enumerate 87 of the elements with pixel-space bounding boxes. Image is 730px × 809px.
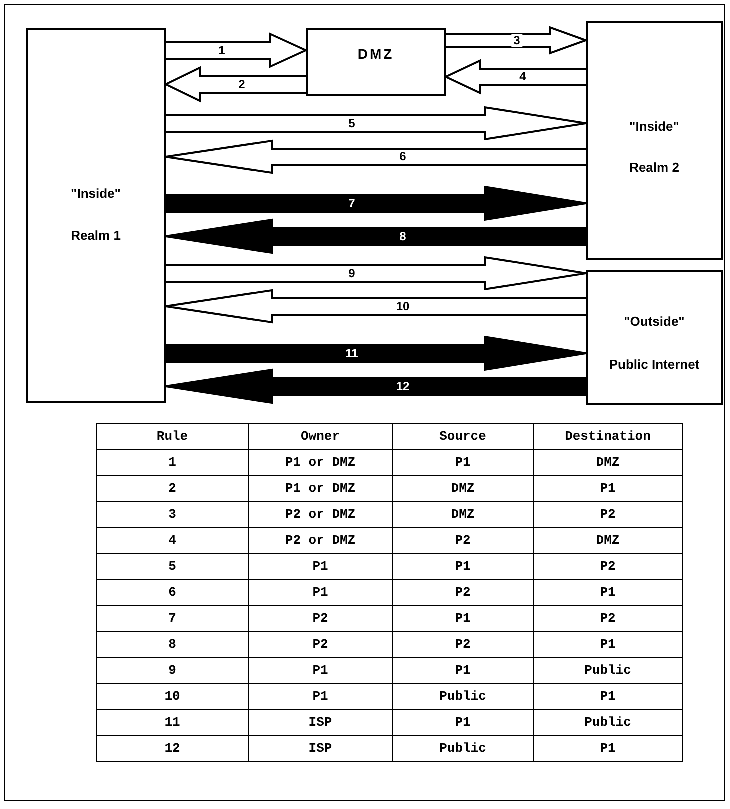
- block-arrow: [164, 66, 307, 103]
- table-cell: P1: [392, 658, 534, 684]
- table-cell: P2: [534, 554, 682, 580]
- table-cell: 10: [96, 684, 248, 710]
- block-arrow: [165, 106, 587, 141]
- edge-label: 3: [512, 34, 522, 47]
- table-cell: DMZ: [392, 502, 534, 528]
- table-cell: P1: [248, 554, 392, 580]
- table-cell: P1: [392, 710, 534, 736]
- table-cell: DMZ: [392, 476, 534, 502]
- table-cell: ISP: [248, 710, 392, 736]
- table-cell: Public: [392, 684, 534, 710]
- edge-label: 7: [346, 197, 358, 210]
- table-cell: P1: [534, 580, 682, 606]
- realm-label: DMZ: [356, 46, 396, 62]
- table-cell: 6: [96, 580, 248, 606]
- realm-label: Realm 2: [628, 160, 680, 175]
- table-cell: P1: [392, 554, 534, 580]
- block-arrow: [445, 26, 589, 55]
- table-cell: 3: [96, 502, 248, 528]
- block-arrow: [165, 218, 587, 254]
- edge-label: 9: [346, 267, 358, 280]
- table-cell: 7: [96, 606, 248, 632]
- edge-label: 10: [394, 300, 412, 313]
- edge-label: 12: [394, 380, 412, 393]
- block-arrow: [165, 336, 587, 372]
- table-cell: P2: [534, 502, 682, 528]
- table-cell: P2 or DMZ: [248, 502, 392, 528]
- edge-label: 5: [346, 117, 358, 130]
- edge-label: 6: [398, 150, 408, 164]
- edge-label: 8: [398, 230, 408, 243]
- table-cell: 4: [96, 528, 248, 554]
- table-cell: P1: [392, 606, 534, 632]
- table-cell: 11: [96, 710, 248, 736]
- table-cell: P2: [534, 606, 682, 632]
- block-arrow: [165, 140, 587, 174]
- table-cell: P1 or DMZ: [248, 450, 392, 476]
- table-cell: 8: [96, 632, 248, 658]
- table-cell: Public: [534, 658, 682, 684]
- realm-label: "Outside": [623, 314, 686, 329]
- edge-label: 4: [518, 70, 528, 84]
- table-cell: P1 or DMZ: [248, 476, 392, 502]
- block-arrow: [444, 59, 587, 95]
- table-cell: Public: [534, 710, 682, 736]
- table-cell: 12: [96, 736, 248, 762]
- block-arrow: [165, 256, 587, 291]
- table-cell: P1: [392, 450, 534, 476]
- realm-box: [26, 28, 166, 403]
- edge-label: 2: [236, 78, 248, 91]
- column-header: Rule: [96, 424, 248, 450]
- table-cell: P1: [534, 684, 682, 710]
- table-cell: P2 or DMZ: [248, 528, 392, 554]
- table-cell: 2: [96, 476, 248, 502]
- table-cell: P1: [248, 684, 392, 710]
- table-cell: DMZ: [534, 528, 682, 554]
- realm-label: Realm 1: [70, 228, 122, 243]
- table-cell: P1: [534, 476, 682, 502]
- block-arrow: [165, 32, 308, 69]
- realm-box: [586, 270, 723, 405]
- table-cell: P1: [534, 736, 682, 762]
- column-header: Owner: [248, 424, 392, 450]
- table-cell: P1: [248, 580, 392, 606]
- table-cell: 5: [96, 554, 248, 580]
- table-cell: P2: [248, 632, 392, 658]
- table-cell: P2: [392, 528, 534, 554]
- table-cell: P2: [248, 606, 392, 632]
- table-cell: 9: [96, 658, 248, 684]
- column-header: Destination: [534, 424, 682, 450]
- block-arrow: [165, 289, 587, 324]
- table-cell: Public: [392, 736, 534, 762]
- table-cell: P2: [392, 580, 534, 606]
- table-cell: P2: [392, 632, 534, 658]
- table-cell: P1: [248, 658, 392, 684]
- block-arrow: [165, 186, 587, 222]
- realm-box: [306, 28, 446, 96]
- table-cell: P1: [534, 632, 682, 658]
- table-cell: DMZ: [534, 450, 682, 476]
- realm-label: Public Internet: [608, 357, 701, 372]
- realm-label: "Inside": [70, 186, 122, 201]
- table-cell: ISP: [248, 736, 392, 762]
- realm-label: "Inside": [628, 119, 680, 134]
- edge-label: 11: [344, 347, 360, 360]
- column-header: Source: [392, 424, 534, 450]
- block-arrow: [165, 368, 587, 404]
- realm-box: [586, 21, 723, 260]
- edge-label: 1: [216, 44, 228, 57]
- table-cell: 1: [96, 450, 248, 476]
